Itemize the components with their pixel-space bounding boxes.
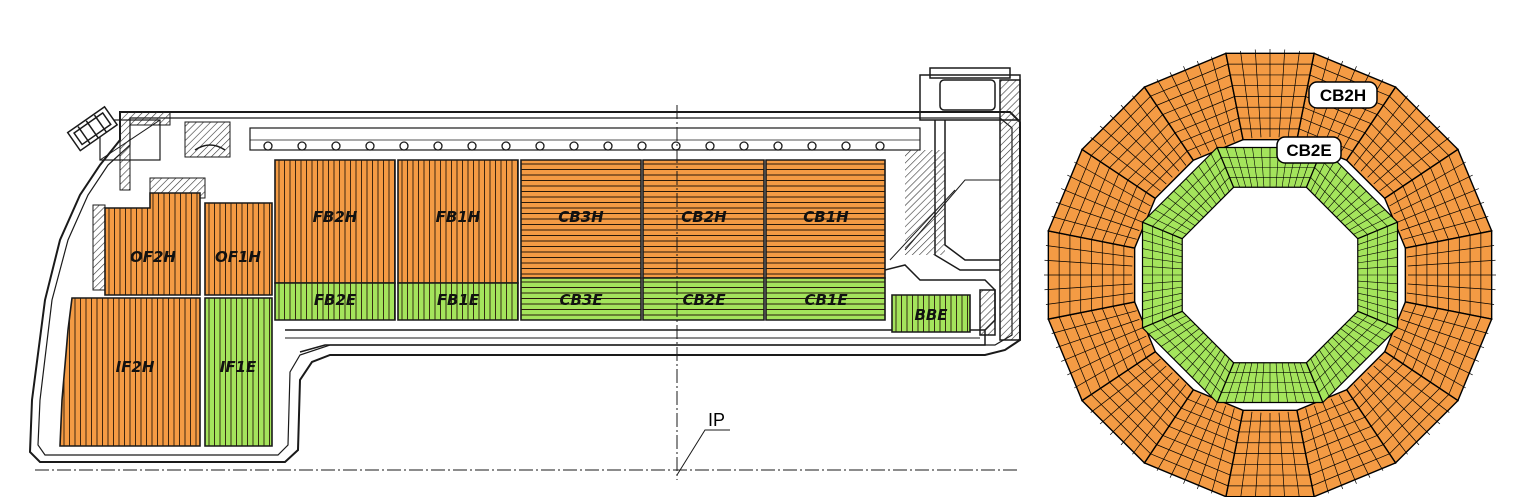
feedthrough-pipe [66,105,226,152]
callout-hadronic-label: CB2H [1320,86,1366,105]
rail-bolt [603,141,613,151]
hadronic-sector [1225,49,1315,141]
label-cb1e: CB1E [804,291,848,309]
rail-bolt [297,141,307,151]
rail-bolt [365,141,375,151]
module-if2h [59,297,201,447]
label-if2h: IF2H [116,358,155,376]
hadronic-sector [1044,230,1136,320]
rail-bolt [671,141,681,151]
rail-bolt [501,141,511,151]
label-of1h: OF1H [215,248,261,266]
rail-bolt [875,141,885,151]
em-octagon-side [1141,221,1183,329]
label-cb2e: CB2E [682,291,726,309]
module-cb2e [642,277,765,321]
module-of2h [104,192,201,296]
label-cb3h: CB3H [558,208,604,226]
label-fb1e: FB1E [437,291,480,309]
rail-bolt [637,141,647,151]
side-section-view: OF2H OF1H IF2H IF1E FB2H FB1H FB2E FB1E … [28,67,1021,480]
rail-bolt [569,141,579,151]
label-if1e: IF1E [220,358,257,376]
label-bbe: BBE [914,306,948,324]
em-octagon-side [1216,362,1324,404]
module-cb3h [520,159,642,279]
module-fb1e [397,282,519,321]
module-cb1h [765,159,886,279]
module-bbe [891,294,971,333]
module-cb2h [642,159,765,279]
em-octagon-side [1357,221,1399,329]
beam-axis [35,105,1020,480]
rail-bolt [535,141,545,151]
label-fb2e: FB2E [314,291,357,309]
em-octagon-side [1305,146,1399,240]
calorimeter-modules [59,159,971,447]
right-end-structure [884,67,1021,341]
hadronic-sector [1383,301,1493,402]
module-fb2e [274,282,396,321]
hadronic-sector [1225,409,1315,497]
rail-bolt [807,141,817,151]
label-fb2h: FB2H [313,208,358,226]
label-of2h: OF2H [130,248,176,266]
em-octagon-side [1305,310,1399,404]
label-cb2h: CB2H [681,208,727,226]
em-octagon-side [1141,310,1235,404]
rail-bolt [331,141,341,151]
rail-bolt [467,141,477,151]
ring-callouts: CB2H CB2E [1276,81,1378,164]
rail-bolt [399,141,409,151]
module-cb1e [765,277,886,321]
em-octagon-ring [1141,146,1399,404]
callout-em-label: CB2E [1286,141,1331,160]
hadronic-sector [1404,230,1496,320]
module-fb1h [397,159,519,284]
label-fb1h: FB1H [436,208,481,226]
support-rail [249,127,921,151]
rail-bolt [263,141,273,151]
callout-em-box [1276,136,1342,164]
hadronic-sector [1047,301,1157,402]
module-labels: OF2H OF1H IF2H IF1E FB2H FB1H FB2E FB1E … [116,208,949,376]
rail-bolt [739,141,749,151]
module-if1e [204,297,273,447]
ip-label: IP [708,410,725,430]
rail-bolt [705,141,715,151]
label-cb3e: CB3E [559,291,603,309]
module-cb3e [520,277,642,321]
callout-hadronic-box [1308,81,1378,109]
em-octagon-side [1141,146,1235,240]
rail-bolt [773,141,783,151]
rail-bolt [841,141,851,151]
rail-bolt [433,141,443,151]
label-cb1h: CB1H [803,208,849,226]
end-on-ring-view: CB2H CB2E [1044,49,1496,497]
module-fb2h [274,159,396,284]
hadronic-ring [1044,49,1496,497]
left-wall-hatching [92,111,231,291]
module-of1h [204,202,273,296]
